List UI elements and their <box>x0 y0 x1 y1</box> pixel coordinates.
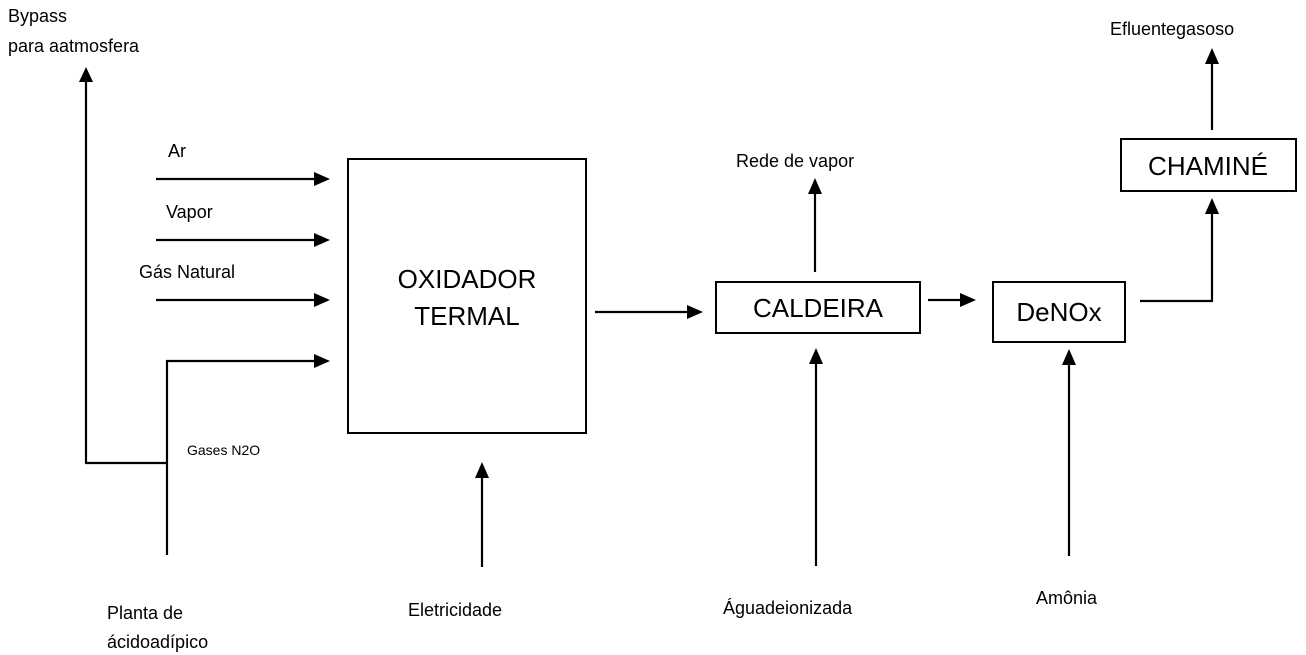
agua-arrowhead-icon <box>809 348 823 364</box>
denox-label: DeNOx <box>1016 297 1101 327</box>
amonia-arrowhead-icon <box>1062 349 1076 365</box>
bypass-label-line2: para aatmosfera <box>8 36 140 56</box>
planta-label-line2: ácidoadípico <box>107 632 208 652</box>
bypass-label-line1: Bypass <box>8 6 67 26</box>
eletricidade-arrowhead-icon <box>475 462 489 478</box>
chamine-box <box>1120 138 1297 192</box>
efluente-label: Efluentegasoso <box>1110 19 1234 39</box>
planta-label-line1: Planta de <box>107 603 183 623</box>
ar-label: Ar <box>168 141 186 161</box>
gas-natural-label: Gás Natural <box>139 262 235 282</box>
vapor-label: Vapor <box>166 202 213 222</box>
bypass-arrowhead-icon <box>79 67 93 82</box>
vapor-arrowhead-icon <box>314 233 330 247</box>
rede-vapor-label: Rede de vapor <box>736 151 854 171</box>
caldeira-label: CALDEIRA <box>753 293 884 323</box>
denox-box <box>992 281 1126 343</box>
gas-natural-arrowhead-icon <box>314 293 330 307</box>
rede-vapor-arrowhead-icon <box>808 178 822 194</box>
efluente-arrowhead-icon <box>1205 48 1219 64</box>
agua-label: Águadeionizada <box>723 598 853 618</box>
gases-n2o-label: Gases N2O <box>187 442 260 458</box>
caldeira-box <box>715 281 921 334</box>
oxidador-label-line2: TERMAL <box>414 301 519 331</box>
amonia-label: Amônia <box>1036 588 1098 608</box>
oxidador-termal-box <box>347 158 587 434</box>
chamine-label: CHAMINÉ <box>1148 151 1268 181</box>
denox-to-chamine-arrowhead-icon <box>1205 198 1219 214</box>
oxidador-label-line1: OXIDADOR <box>398 264 537 294</box>
caldeira-to-denox-arrowhead-icon <box>960 293 976 307</box>
ar-arrowhead-icon <box>314 172 330 186</box>
eletricidade-label: Eletricidade <box>408 600 502 620</box>
n2o-arrowhead-icon <box>314 354 330 368</box>
oxidador-to-caldeira-arrowhead-icon <box>687 305 703 319</box>
